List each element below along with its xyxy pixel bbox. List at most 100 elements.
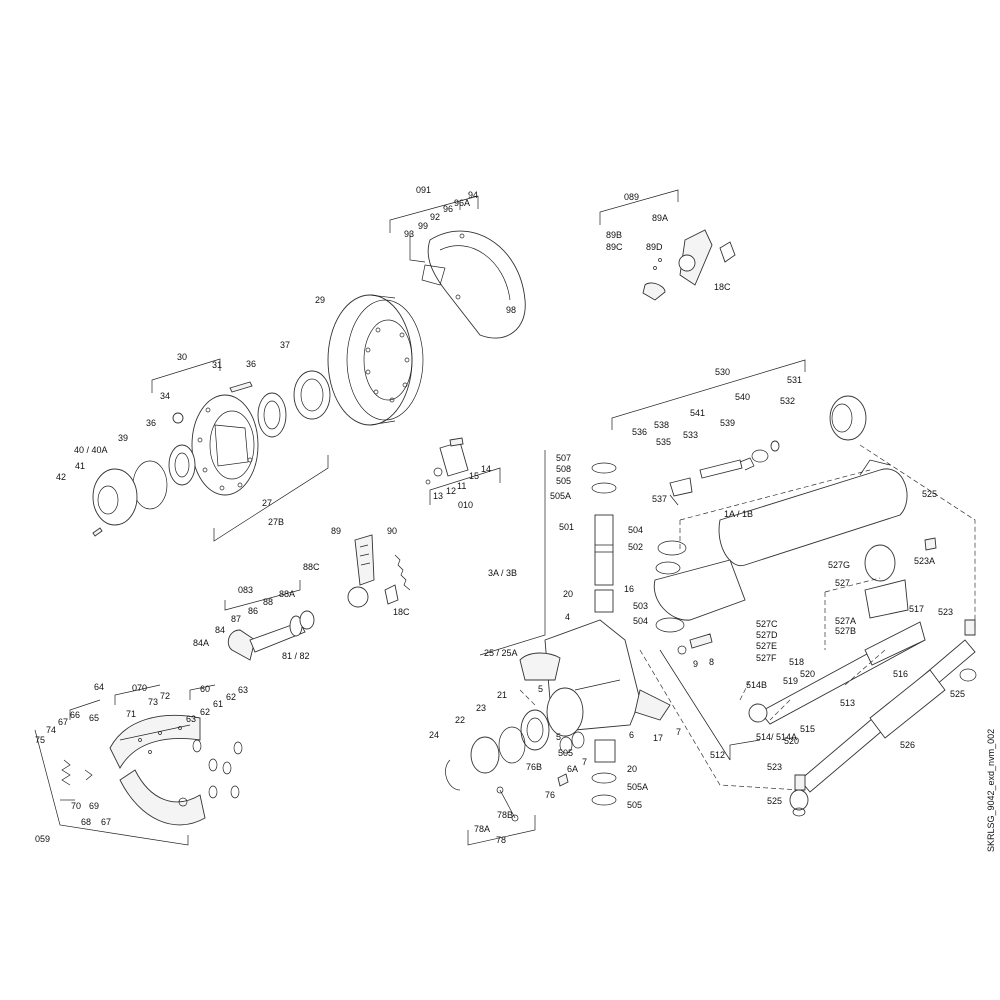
label-083: 083 — [238, 585, 253, 595]
label-61: 61 — [213, 699, 223, 709]
label-36-lower: 36 — [146, 418, 156, 428]
label-64: 64 — [94, 682, 104, 692]
bearing-inner — [168, 444, 196, 486]
label-78A: 78A — [474, 824, 490, 834]
label-501: 501 — [559, 522, 574, 532]
label-527: 527 — [835, 578, 850, 588]
label-75: 75 — [35, 735, 45, 745]
label-73: 73 — [148, 697, 158, 707]
label-514-514A: 514/ 514A — [756, 732, 797, 742]
label-505-upper: 505 — [556, 476, 571, 486]
label-505-mid: 505 — [558, 748, 573, 758]
label-525-top: 525 — [922, 489, 937, 499]
label-30: 30 — [177, 352, 187, 362]
label-23: 23 — [476, 703, 486, 713]
label-533: 533 — [683, 430, 698, 440]
bushing-lower — [594, 739, 616, 763]
spring-90 — [394, 554, 411, 591]
label-18C-mid: 18C — [393, 607, 410, 617]
callout-labels: 091 94 96A 96 92 99 93 98 089 89A 89B 89… — [35, 185, 996, 852]
label-512: 512 — [710, 750, 725, 760]
label-62-upper: 62 — [200, 707, 210, 717]
bracket-517 — [864, 579, 909, 619]
wheel-stud — [229, 381, 253, 393]
document-code: SKRLSG_9042_exd_nvm_002 — [986, 729, 996, 852]
label-96A: 96A — [454, 198, 470, 208]
push-rod-assembly — [669, 440, 780, 506]
wheel-hub — [191, 394, 259, 496]
label-67-lower: 67 — [101, 817, 111, 827]
label-65: 65 — [89, 713, 99, 723]
label-99: 99 — [418, 221, 428, 231]
sensor-bracket-010 — [425, 437, 469, 485]
rollers-pins — [192, 739, 243, 799]
label-27B: 27B — [268, 517, 284, 527]
label-68: 68 — [81, 817, 91, 827]
group-brackets — [34, 189, 806, 846]
label-527D: 527D — [756, 630, 778, 640]
label-89: 89 — [331, 526, 341, 536]
label-72: 72 — [160, 691, 170, 701]
label-536: 536 — [632, 427, 647, 437]
label-62: 62 — [226, 692, 236, 702]
label-7-left: 7 — [582, 757, 587, 767]
label-010: 010 — [458, 500, 473, 510]
label-13: 13 — [433, 491, 443, 501]
label-86: 86 — [248, 606, 258, 616]
label-508: 508 — [556, 464, 571, 474]
label-89D: 89D — [646, 242, 663, 252]
label-88A: 88A — [279, 589, 295, 599]
label-14: 14 — [481, 464, 491, 474]
label-531: 531 — [787, 375, 802, 385]
label-39: 39 — [118, 433, 128, 443]
seal — [293, 370, 331, 420]
label-525-lower: 525 — [767, 796, 782, 806]
label-88C: 88C — [303, 562, 320, 572]
label-22: 22 — [455, 715, 465, 725]
tie-rod-tube — [869, 669, 946, 739]
label-16: 16 — [624, 584, 634, 594]
bearing-outer — [257, 392, 287, 438]
label-29: 29 — [315, 295, 325, 305]
label-507: 507 — [556, 453, 571, 463]
label-20-lower: 20 — [627, 764, 637, 774]
label-89A: 89A — [652, 213, 668, 223]
label-34: 34 — [160, 391, 170, 401]
label-60: 60 — [200, 684, 210, 694]
label-89C: 89C — [606, 242, 623, 252]
label-502: 502 — [628, 542, 643, 552]
label-537: 537 — [652, 494, 667, 504]
label-70: 70 — [71, 801, 81, 811]
label-505A-lower: 505A — [627, 782, 648, 792]
label-527B: 527B — [835, 626, 856, 636]
label-40-40A: 40 / 40A — [74, 445, 108, 455]
label-523A: 523A — [914, 556, 935, 566]
label-11: 11 — [457, 481, 466, 491]
label-94: 94 — [468, 190, 478, 200]
label-518: 518 — [789, 657, 804, 667]
slack-adjuster-089 — [642, 229, 736, 301]
label-17: 17 — [653, 733, 663, 743]
label-9: 9 — [693, 659, 698, 669]
label-69: 69 — [89, 801, 99, 811]
label-78B: 78B — [497, 810, 513, 820]
label-36-upper: 36 — [246, 359, 256, 369]
steering-arm — [653, 559, 746, 621]
label-515: 515 — [800, 724, 815, 734]
label-514B: 514B — [746, 680, 767, 690]
label-89B: 89B — [606, 230, 622, 240]
label-538: 538 — [654, 420, 669, 430]
bolt-8 — [689, 633, 713, 649]
kingpin — [594, 514, 614, 586]
washer-88c — [299, 610, 315, 630]
label-070: 070 — [132, 683, 147, 693]
label-37: 37 — [280, 340, 290, 350]
spindle-seal — [520, 709, 550, 751]
label-63-left: 63 — [186, 714, 196, 724]
label-517: 517 — [909, 604, 924, 614]
label-527G: 527G — [828, 560, 850, 570]
steering-knuckle — [519, 619, 671, 737]
label-3A-3B: 3A / 3B — [488, 568, 517, 578]
label-15: 15 — [469, 471, 479, 481]
label-523-lower: 523 — [767, 762, 782, 772]
